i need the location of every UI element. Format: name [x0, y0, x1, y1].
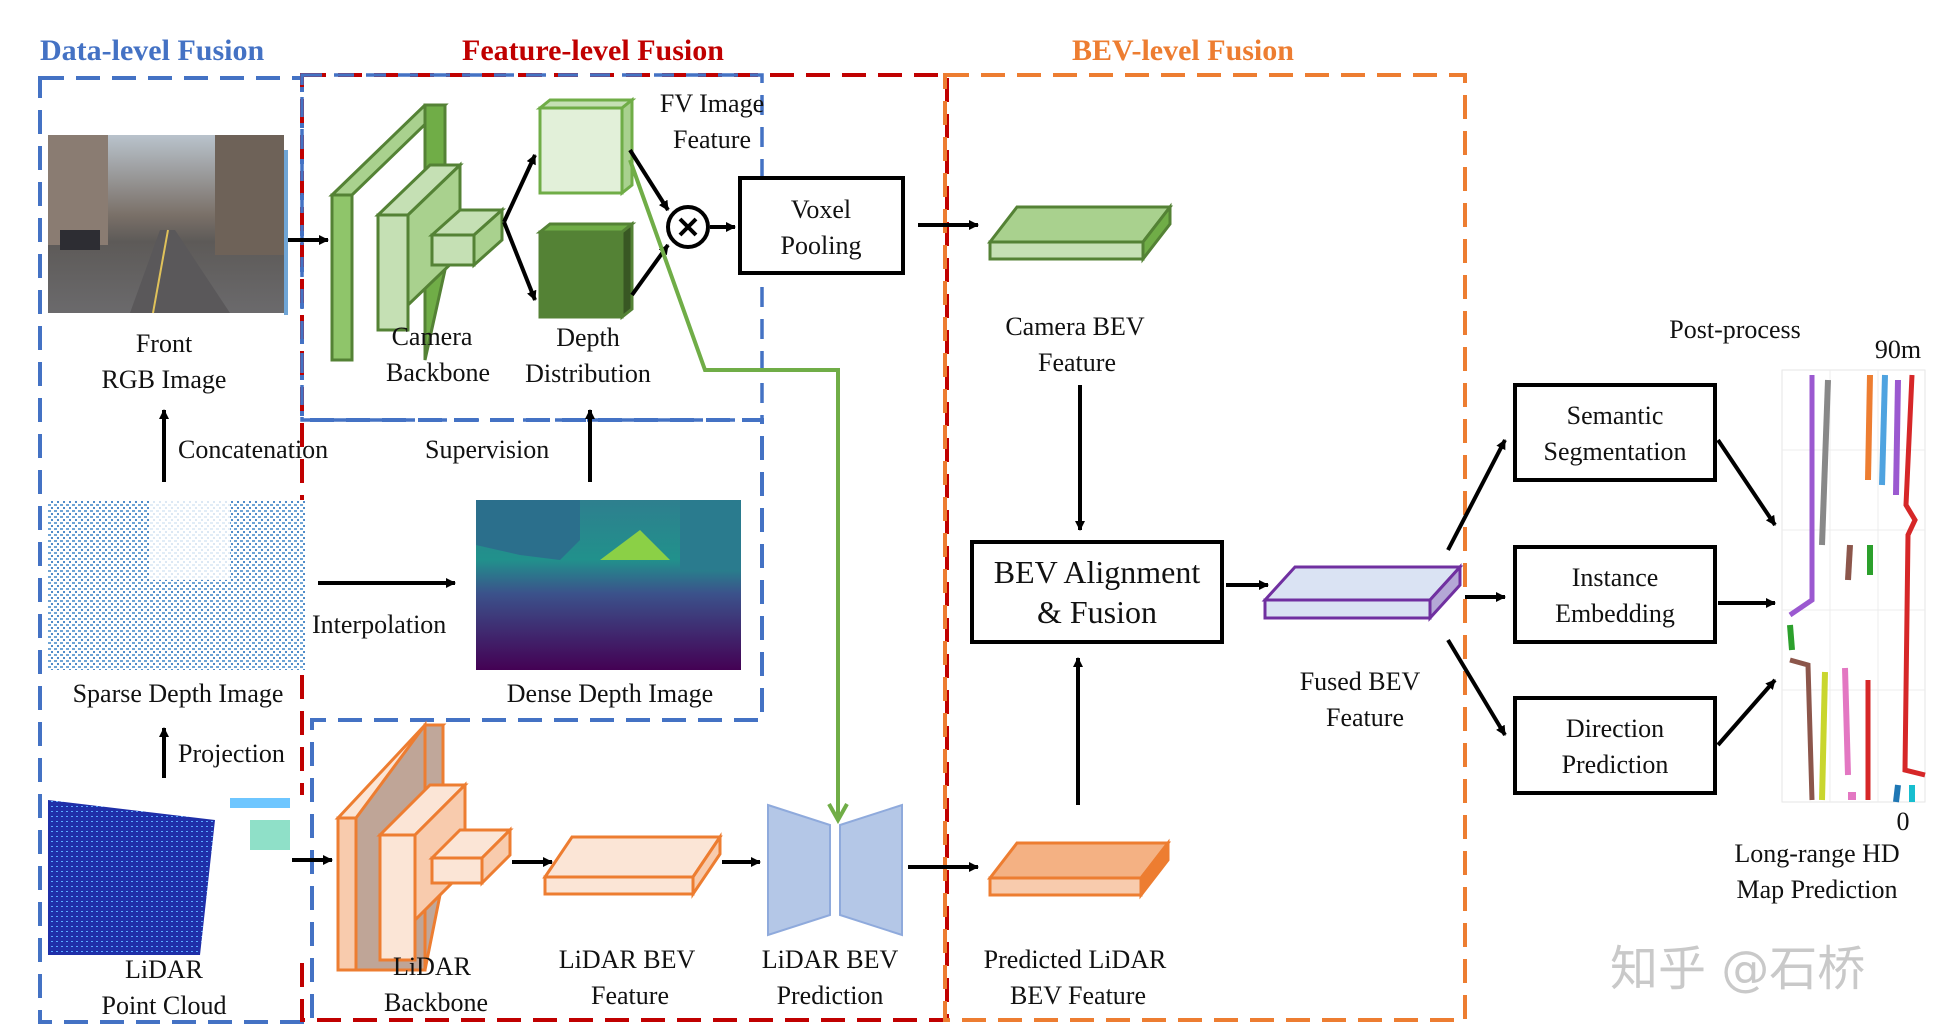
lidar-bev-feature	[542, 832, 723, 899]
backbone-to-depth-arrow	[502, 221, 537, 301]
dense-depth-image	[476, 500, 741, 670]
bev-alignment-fusion-box	[970, 540, 1224, 644]
direction-label-2: Prediction	[1562, 750, 1669, 779]
projection-label: Projection	[178, 739, 285, 768]
lidar-pc-label-2: Point Cloud	[102, 991, 227, 1020]
lidar-bev-feature-label-1: LiDAR BEV	[559, 945, 696, 974]
alignment-label-1: BEV Alignment	[994, 554, 1201, 590]
alignment-label-2: & Fusion	[1037, 594, 1157, 630]
front-rgb-label-1: Front	[136, 329, 193, 358]
sparse-depth-image	[48, 500, 306, 670]
camera-backbone	[328, 103, 506, 362]
fv-feature-label-2: Feature	[673, 125, 751, 154]
direction-prediction-head	[1513, 696, 1717, 795]
hd-map-prediction	[1781, 369, 1926, 803]
post-process-title: Post-process	[1669, 315, 1800, 344]
sparse-depth-label: Sparse Depth Image	[73, 679, 284, 708]
camera-backbone-label-2: Backbone	[386, 358, 490, 387]
lidar-pc-label-1: LiDAR	[125, 955, 204, 984]
lidar-bev-prediction	[767, 803, 903, 937]
lidar-bev-feature-label-2: Feature	[591, 981, 669, 1010]
camera-backbone-label-1: Camera	[392, 322, 473, 351]
direction-label-1: Direction	[1566, 714, 1664, 743]
fv-feature-label-1: FV Image	[660, 89, 764, 118]
outer-product-symbol	[666, 205, 710, 249]
lidar-backbone-label-2: Backbone	[384, 988, 488, 1017]
supervision-label: Supervision	[425, 435, 549, 464]
lidar-backbone	[334, 720, 514, 972]
concatenation-label: Concatenation	[178, 435, 328, 464]
fused-bev-label-1: Fused BEV	[1300, 667, 1421, 696]
fused-to-semantic-arrow	[1446, 439, 1507, 551]
predicted-lidar-bev-feature	[986, 838, 1172, 900]
dense-depth-label: Dense Depth Image	[507, 679, 713, 708]
watermark: 知乎 @石桥	[1610, 941, 1865, 997]
fv-to-product-arrow	[628, 148, 670, 212]
semantic-segmentation-head	[1513, 383, 1717, 482]
semantic-label-1: Semantic	[1567, 401, 1664, 430]
lidar-backbone-label-1: LiDAR	[393, 952, 472, 981]
backbone-to-fv-arrow	[502, 154, 537, 223]
instance-embedding-head	[1513, 545, 1717, 644]
bev-level-title: BEV-level Fusion	[1072, 34, 1294, 67]
distill-link	[628, 159, 838, 820]
camera-bev-label-2: Feature	[1038, 348, 1116, 377]
depth-distribution	[535, 220, 637, 321]
data-level-title: Data-level Fusion	[40, 34, 264, 67]
feature-level-title: Feature-level Fusion	[462, 34, 724, 67]
map-caption-2: Map Prediction	[1736, 875, 1897, 904]
map-bottom-label: 0	[1897, 807, 1910, 836]
fused-bev-feature	[1261, 563, 1464, 622]
voxel-pooling-label-1: Voxel	[791, 195, 851, 224]
fv-image-feature	[535, 96, 637, 197]
direction-to-map-arrow	[1716, 678, 1777, 747]
fused-to-direction-arrow	[1446, 638, 1507, 737]
bev-level-region	[943, 73, 1467, 1022]
depth-dist-label-1: Depth	[556, 323, 620, 352]
instance-label-2: Embedding	[1555, 599, 1675, 628]
map-caption-1: Long-range HD	[1734, 839, 1899, 868]
instance-label-1: Instance	[1572, 563, 1659, 592]
lidar-bev-pred-label-2: Prediction	[777, 981, 884, 1010]
predicted-bev-label-1: Predicted LiDAR	[984, 945, 1167, 974]
map-top-label: 90m	[1875, 335, 1921, 364]
depth-dist-label-2: Distribution	[525, 359, 651, 388]
camera-bev-label-1: Camera BEV	[1005, 312, 1145, 341]
camera-bev-feature	[986, 202, 1174, 264]
semantic-label-2: Segmentation	[1544, 437, 1687, 466]
front-rgb-image	[48, 135, 288, 315]
predicted-bev-label-2: BEV Feature	[1010, 981, 1146, 1010]
voxel-pooling-label-2: Pooling	[781, 231, 862, 260]
lidar-bev-pred-label-1: LiDAR BEV	[762, 945, 899, 974]
fused-bev-label-2: Feature	[1326, 703, 1404, 732]
camera-branch-region	[300, 73, 764, 422]
interpolation-label: Interpolation	[312, 610, 446, 639]
lidar-point-cloud	[48, 795, 306, 955]
voxel-pooling-box	[738, 176, 905, 275]
semantic-to-map-arrow	[1716, 438, 1777, 527]
front-rgb-label-2: RGB Image	[102, 365, 227, 394]
